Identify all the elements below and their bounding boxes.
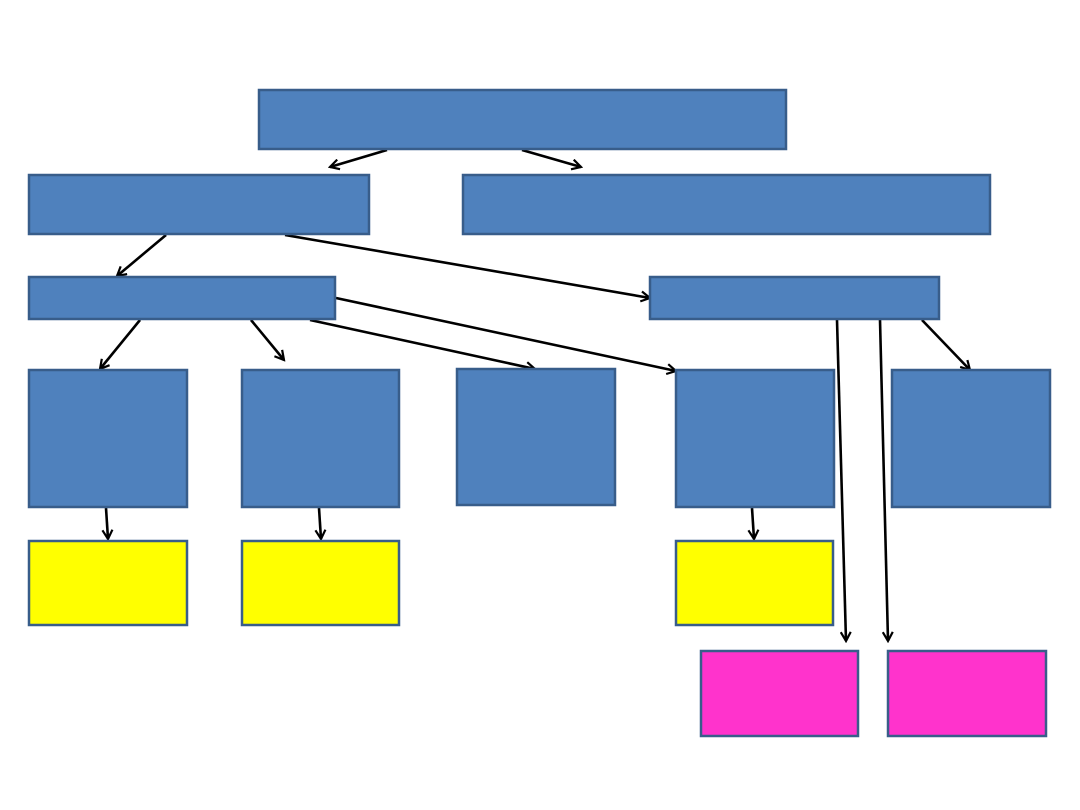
level3-box-5	[890, 368, 1052, 509]
level1-right-box	[461, 173, 992, 236]
edge-level2-left-to-level3-box-4	[335, 296, 676, 371]
level5-pink-box-2	[886, 649, 1048, 738]
level5-pink-box-1	[699, 649, 860, 738]
edge-level3-box-1-to-level4-yellow-1	[106, 507, 108, 539]
connectors	[100, 148, 970, 641]
level3-box-1	[27, 368, 189, 509]
level4-yellow-box-1	[27, 539, 189, 627]
edge-level3-box-4-to-level4-yellow-3	[752, 507, 754, 539]
edge-level3-box-2-to-level4-yellow-2	[319, 507, 321, 539]
nodes	[27, 88, 1052, 738]
level2-right-box	[648, 275, 941, 321]
edge-level2-left-to-level3-box-3	[309, 318, 535, 369]
level2-left-box	[27, 275, 337, 321]
edge-level1-left-to-level2-left	[117, 234, 167, 276]
edge-root-to-level1-left	[330, 148, 388, 167]
level3-box-4	[674, 368, 836, 509]
edge-level2-right-to-level3-box-5	[921, 319, 970, 370]
level3-box-3	[455, 367, 617, 507]
edge-level1-left-to-level2-right	[284, 233, 650, 298]
edge-level2-left-to-level3-box-2	[249, 319, 284, 360]
root-box	[257, 88, 788, 151]
edge-level2-right-to-level5-pink-2	[878, 319, 888, 641]
edge-level2-left-to-level3-box-1	[100, 319, 142, 369]
level1-left-box	[27, 173, 371, 236]
level4-yellow-box-3	[674, 539, 835, 627]
edge-root-to-level1-right	[521, 148, 581, 167]
level3-box-2	[240, 368, 401, 509]
edge-level2-right-to-level5-pink-1	[835, 319, 846, 641]
level4-yellow-box-2	[240, 539, 401, 627]
